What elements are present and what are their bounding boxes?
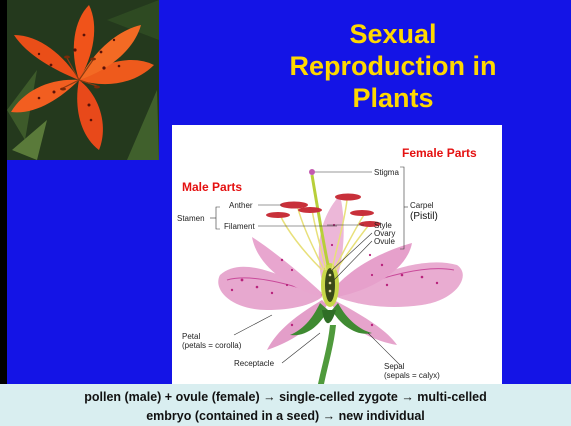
slide-title: Sexual Reproduction in Plants [240,18,546,114]
female-parts-header: Female Parts [402,146,477,160]
label-ovule: Ovule [374,237,395,246]
label-petal: Petal [182,332,200,341]
label-receptacle: Receptacle [234,359,274,368]
label-carpel: Carpel [410,201,434,210]
label-stamen: Stamen [177,214,205,223]
label-stigma: Stigma [374,168,399,177]
flower-diagram: Female Parts Male Parts Stigma Carpel (P… [172,125,502,384]
label-anther: Anther [229,201,253,210]
caption-box: pollen (male) + ovule (female) → single-… [0,384,571,426]
caption-line-2: embryo (contained in a seed) → new indiv… [0,407,571,426]
title-line-3: Plants [240,82,546,114]
label-pistil: (Pistil) [410,212,438,221]
lily-photo [7,0,159,160]
title-line-1: Sexual [240,18,546,50]
title-line-2: Reproduction in [240,50,546,82]
lily-photo-image [7,0,159,160]
label-sepals-note: (sepals = calyx) [384,371,440,380]
label-petals-note: (petals = corolla) [182,341,241,350]
caption-line-1: pollen (male) + ovule (female) → single-… [0,388,571,407]
male-parts-header: Male Parts [182,180,242,194]
label-sepal: Sepal [384,362,404,371]
label-filament: Filament [224,222,255,231]
